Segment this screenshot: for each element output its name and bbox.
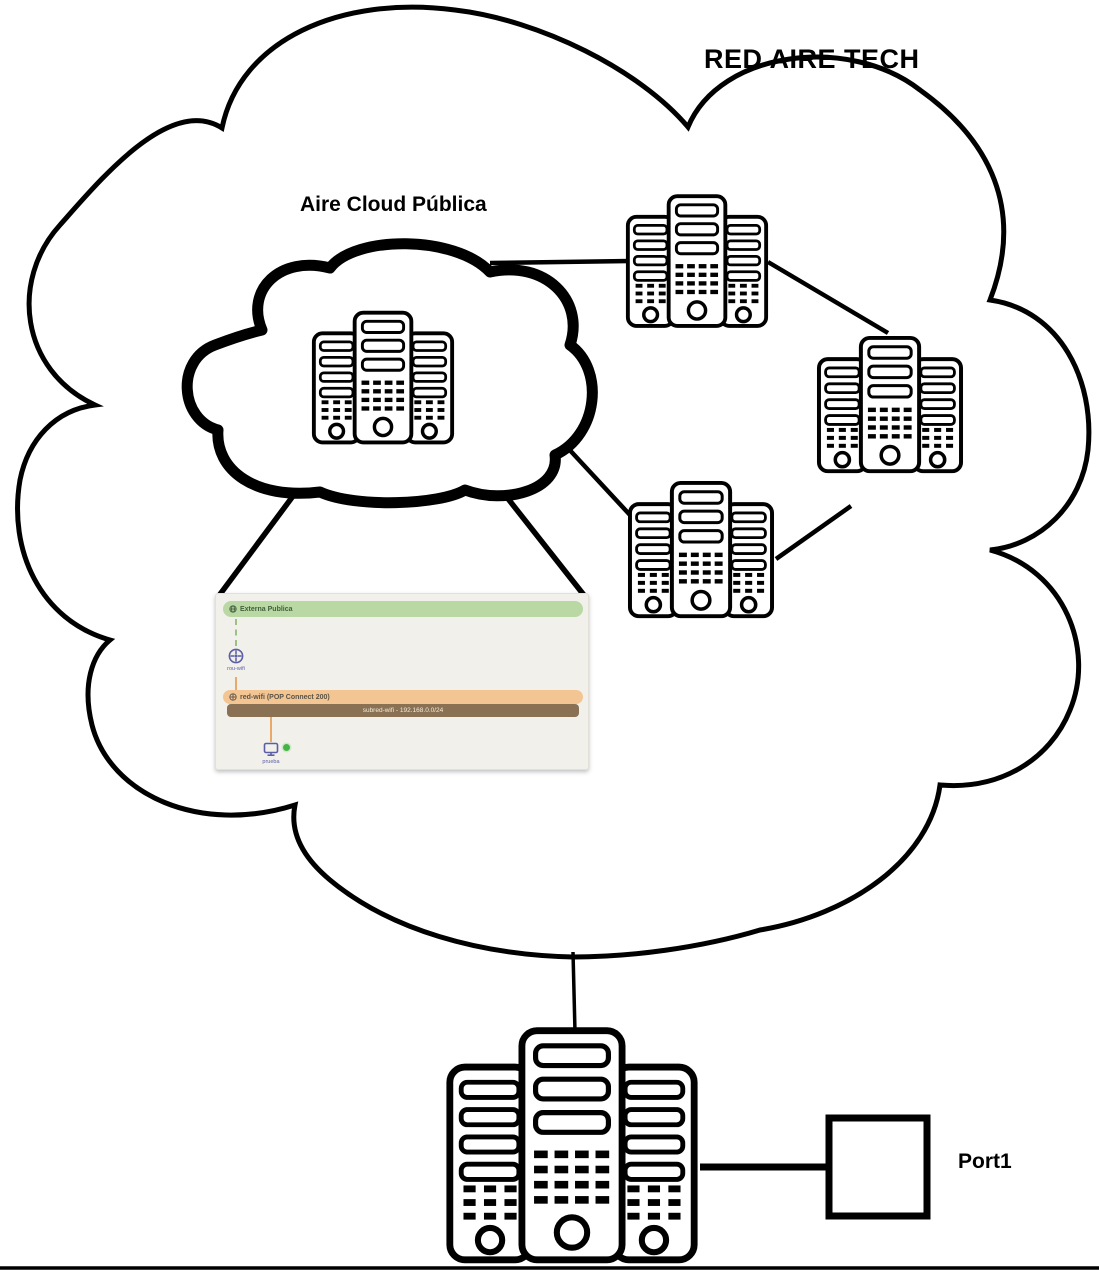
instance-label: prueba xyxy=(262,759,280,765)
status-dot-icon xyxy=(283,744,290,751)
connection-right-to-middle-server xyxy=(774,504,853,561)
public-cloud-label: Aire Cloud Pública xyxy=(300,193,487,216)
gateway-server-icon xyxy=(450,1031,694,1260)
port-square xyxy=(825,1114,931,1220)
network-icon xyxy=(229,693,237,701)
connection-innercloud-to-top-server xyxy=(489,258,631,266)
callout-line-left xyxy=(215,490,299,599)
external-network-label: Externa Publica xyxy=(240,605,293,613)
top-server-icon xyxy=(625,194,769,328)
monitor-icon[interactable] xyxy=(263,742,279,757)
subnet-bar[interactable]: subred-wifi - 192.168.0.0/24 xyxy=(227,704,579,717)
network-to-instance-link xyxy=(270,717,272,742)
connection-innercloud-to-middle-server xyxy=(564,444,632,517)
router-icon[interactable] xyxy=(228,648,244,664)
connection-top-to-right-server xyxy=(766,260,890,335)
router-label: rou-wifi xyxy=(227,666,245,672)
router-to-network-link xyxy=(235,677,237,690)
public-cloud-server-icon xyxy=(311,310,455,445)
right-server-icon xyxy=(816,335,964,474)
network-label: red-wifi (POP Connect 200) xyxy=(240,693,330,701)
outer-cloud-shape xyxy=(15,4,1092,960)
diagram-title: RED AIRE TECH xyxy=(704,44,920,74)
network-bar[interactable]: red-wifi (POP Connect 200) xyxy=(223,690,583,704)
middle-server-icon xyxy=(627,480,775,619)
connection-cloud-to-gateway-server xyxy=(571,951,577,1033)
external-network-bar[interactable]: Externa Publica xyxy=(223,601,583,617)
port-label: Port1 xyxy=(958,1150,1012,1173)
subnet-label: subred-wifi - 192.168.0.0/24 xyxy=(362,707,444,714)
network-topology-panel: Externa Publica rou-wifi red-wifi (POP C… xyxy=(215,593,589,770)
globe-icon xyxy=(229,605,237,613)
external-to-router-link xyxy=(235,619,237,646)
